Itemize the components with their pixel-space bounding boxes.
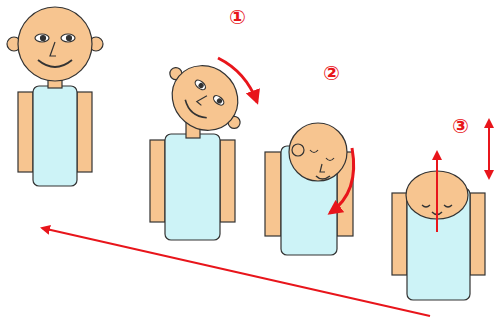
motion-arrows (42, 58, 489, 316)
return-arrow (42, 228, 430, 316)
eye (212, 94, 226, 107)
torso (165, 134, 220, 240)
figure-bow (265, 123, 353, 255)
mouth (182, 100, 207, 122)
arm (77, 92, 92, 172)
up-down-arrow (488, 120, 490, 178)
eye (61, 34, 75, 42)
mouth (316, 176, 330, 179)
callout-number: ① (229, 6, 246, 28)
arm (220, 140, 235, 222)
stretch-arrow (436, 152, 438, 232)
closed-eye (326, 158, 334, 161)
ear (292, 144, 304, 156)
nose (320, 164, 325, 172)
pupil (217, 98, 223, 104)
bow-arrow (330, 148, 354, 213)
closed-eye (422, 205, 430, 207)
arm (150, 140, 165, 222)
arm (470, 193, 485, 275)
torso (33, 86, 77, 186)
nose (197, 93, 209, 105)
head (18, 7, 92, 81)
callout-number: ② (323, 62, 340, 84)
head (159, 52, 251, 143)
arm (392, 193, 407, 275)
tilt-arrow (218, 58, 257, 102)
figure-tilt (150, 46, 259, 240)
closed-eye (310, 150, 318, 153)
pupil (198, 83, 204, 89)
eye (35, 34, 49, 42)
callout-number: ③ (452, 115, 469, 137)
figure-upright (7, 7, 103, 186)
arm (18, 92, 33, 172)
figure-down (392, 171, 485, 300)
eye (193, 78, 207, 91)
pupil (41, 36, 46, 41)
arm (265, 152, 281, 236)
closed-eye (444, 205, 452, 207)
nose (50, 42, 56, 56)
mouth (38, 60, 72, 67)
head (289, 123, 347, 181)
pupil (67, 36, 72, 41)
